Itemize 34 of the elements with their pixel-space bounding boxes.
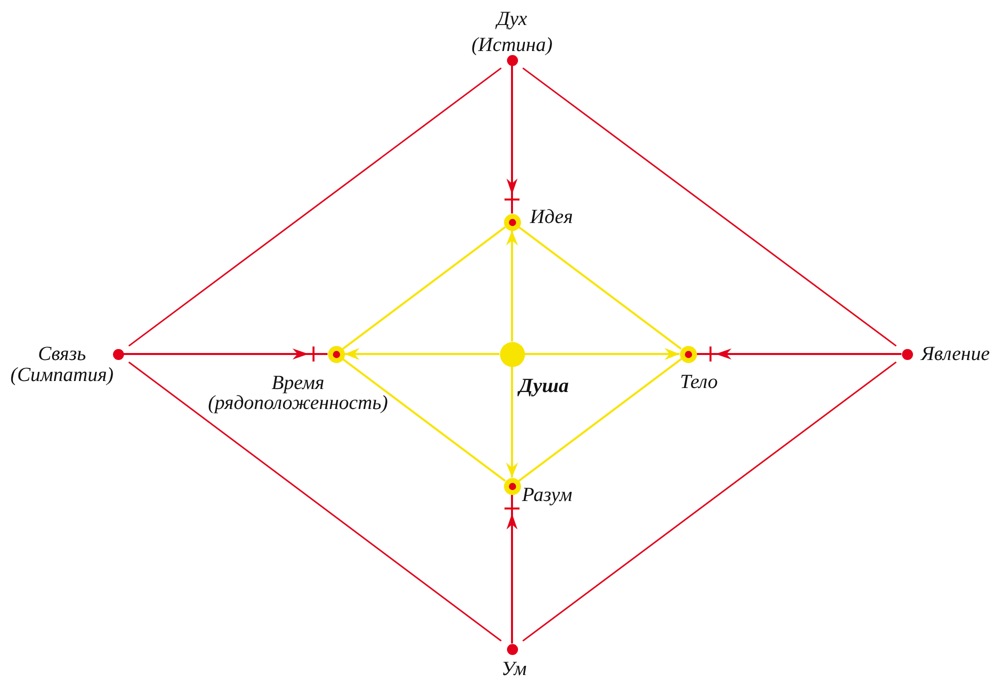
arrow [124,346,328,362]
connector-line [522,361,897,642]
point-dot [506,54,518,66]
connector-line [522,67,897,347]
node-label: Ум [501,659,527,679]
connector-line [342,226,506,350]
connector-line [518,358,682,482]
ring-point [328,346,344,362]
node-label: Время (рядоположенность) [208,373,388,413]
connector-line [128,361,502,642]
node-label: Душа [519,376,569,396]
arrow [506,366,518,478]
node-label: Связь (Симпатия) [10,344,114,386]
arrow [504,66,520,214]
arrow [504,494,520,644]
point-dot [902,348,912,360]
connector-line [128,67,502,347]
point-dot [506,644,518,654]
connector-line [518,226,682,350]
ring-point [504,478,520,494]
point-dot [112,348,124,360]
node-label: Дух (Истина) [472,7,552,58]
center-disc [500,342,524,366]
arrow [506,230,518,342]
ring-point [680,346,696,362]
arrow [344,348,500,360]
node-label: Разум [522,485,572,505]
node-label: Явление [921,344,990,365]
node-label: Тело [680,372,718,392]
node-label: Идея [530,207,573,227]
connector-line [342,358,506,482]
ring-point [504,214,520,230]
arrow [524,348,680,360]
arrow [696,346,902,362]
